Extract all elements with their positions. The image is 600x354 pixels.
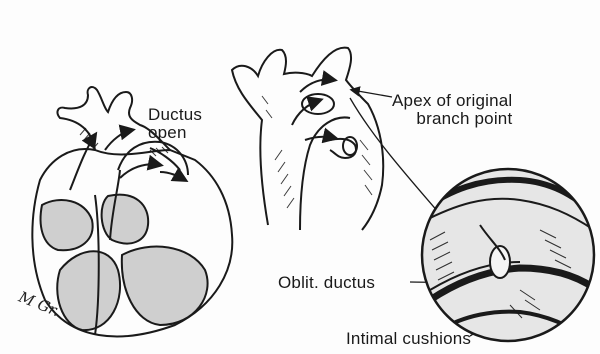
middle-aortic-arch-drawing	[232, 48, 383, 230]
arch-flow-arrow-3	[300, 80, 334, 93]
label-ductus-open: Ductus open	[148, 106, 202, 142]
flow-arrow-4	[160, 172, 185, 180]
pulmonary-trunk-left	[118, 142, 188, 175]
label-oblit-ductus: Oblit. ductus	[278, 274, 375, 292]
descending-aorta	[300, 117, 350, 230]
left-atrium-chamber	[102, 195, 149, 244]
flow-arrow-2	[105, 130, 132, 150]
label-intimal-cushions: Intimal cushions	[346, 330, 471, 348]
left-heart-drawing	[32, 87, 232, 336]
flow-arrow-3	[120, 164, 160, 178]
magnified-detail-circle	[422, 169, 594, 341]
right-atrium-chamber	[41, 200, 93, 250]
arch-flow-arrow-1	[292, 100, 320, 125]
left-ventricle-chamber	[57, 251, 120, 330]
label-apex-branch-point: Apex of original branch point	[392, 92, 512, 128]
flow-arrow-1	[70, 135, 95, 190]
arch-opening	[302, 94, 334, 114]
label-apex-line2: branch point	[392, 110, 512, 128]
label-apex-line1: Apex of original	[392, 92, 512, 110]
label-ductus-open-line1: Ductus	[148, 106, 202, 124]
label-ductus-open-line2: open	[148, 124, 202, 142]
right-ventricle-chamber	[122, 247, 208, 325]
